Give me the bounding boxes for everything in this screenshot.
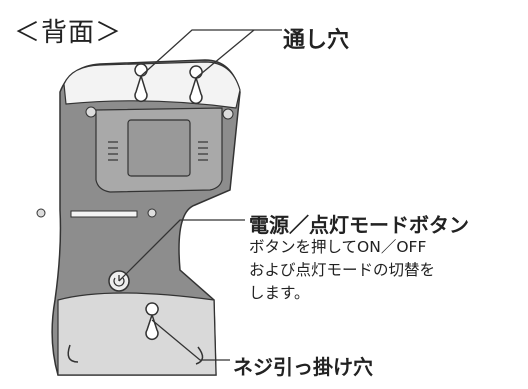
power-button-desc-line: ボタンを押してON／OFF xyxy=(249,238,427,256)
page-title: ＜背面＞ xyxy=(14,18,123,48)
leader-power-button xyxy=(118,219,245,282)
power-button-label: 電源／点灯モードボタン xyxy=(249,213,469,237)
power-button-desc-line: します。 xyxy=(249,284,310,302)
battery-cover xyxy=(127,119,191,177)
leader-hole-left xyxy=(140,29,282,77)
leader-screw-hole xyxy=(151,319,230,361)
top-panel xyxy=(63,61,241,109)
slot-connector xyxy=(70,210,138,218)
power-icon xyxy=(113,275,125,287)
corner-clip-right xyxy=(195,346,204,365)
leader-hole-right xyxy=(195,29,255,79)
bottom-panel xyxy=(57,292,217,376)
vent-left xyxy=(108,141,118,161)
corner-clip-left xyxy=(67,344,79,363)
power-button-description: ボタンを押してON／OFF および点灯モードの切替を します。 xyxy=(249,236,435,305)
screw-hole-label: ネジ引っ掛け穴 xyxy=(233,355,373,379)
vent-right xyxy=(198,141,208,161)
hanging-hole-label: 通し穴 xyxy=(283,28,350,53)
keyhole-screw-hole xyxy=(145,302,159,340)
power-button-desc-line: および点灯モードの切替を xyxy=(249,261,436,279)
